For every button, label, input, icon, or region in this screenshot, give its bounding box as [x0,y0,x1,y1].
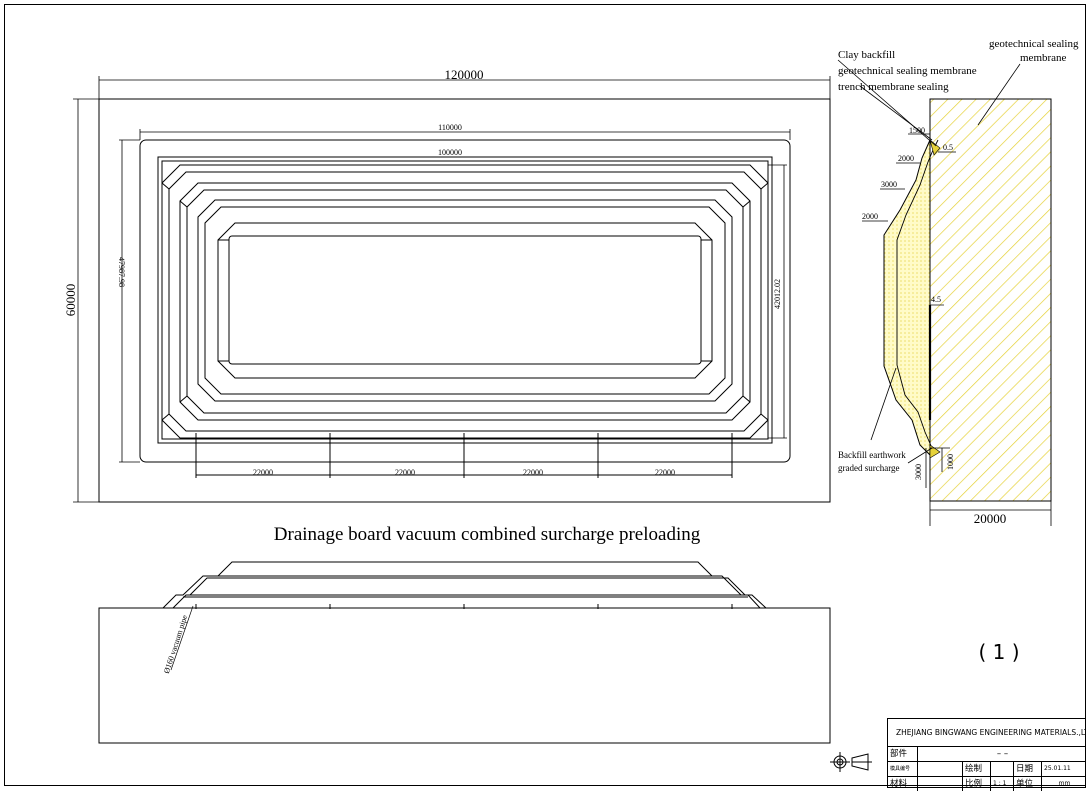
dim-overall-width: 120000 [445,67,484,82]
drawn-value [991,762,1014,776]
dim-2000-a: 2000 [898,154,914,163]
unit-value: mm [1058,780,1071,787]
label-clay-backfill: Clay backfill [838,49,895,61]
mold-no-label: 模具编号 [888,762,918,776]
dim-spacing-4: 22000 [655,468,675,477]
sheet-number: ( 1 ) [978,640,1019,664]
date-value: 25.01.11 [1044,765,1071,772]
title-block-row-material: 材料 比例 1 : 1 单位 mm [888,777,1085,791]
dim-1000: 1000 [946,454,955,470]
label-trench-sealing: trench membrane sealing [838,81,949,93]
plan-tier-2 [179,182,751,421]
dim-spacing-2: 22000 [395,468,415,477]
part-value: – – [996,749,1009,759]
dim-overall-height: 60000 [63,284,78,317]
title-block: ZHEJIANG BINGWANG ENGINEERING MATERIALS.… [887,718,1086,791]
drawn-label: 绘制 [963,762,991,776]
projection-symbol-icon [830,752,872,772]
scale-value: 1 : 1 [991,777,1014,791]
dim-4-5: 4.5 [931,295,941,304]
label-geo-right-1: geotechnical sealing [989,38,1079,50]
section-view [883,98,1052,502]
elevation-view [98,561,831,744]
dim-inner-height-right: 42012.02 [773,279,782,309]
dim-0-5: 0.5 [943,143,953,152]
title-block-row-part: 部件 – – [888,747,1085,762]
elevation-surcharge-profile [162,561,767,609]
plan-tier-3 [197,199,733,402]
dim-1500: 1500 [909,126,925,135]
elevation-pipe-ticks [170,604,733,671]
dim-section-width: 20000 [974,511,1007,526]
material-label: 材料 [888,777,918,791]
section-soil-block [929,98,1052,502]
date-label: 日期 [1014,762,1042,776]
dim-spacing-3: 22000 [523,468,543,477]
label-vacuum-pipe: Ø160 vacuum pipe [162,613,190,674]
section-fill-zone [883,139,931,457]
title-block-company: ZHEJIANG BINGWANG ENGINEERING MATERIALS.… [888,719,1085,747]
dim-3000-a: 3000 [881,180,897,189]
plan-tier-4 [217,222,713,379]
plan-dimensions [73,76,831,503]
dim-spacing-1: 22000 [253,468,273,477]
dim-2000-b: 2000 [862,212,878,221]
scale-label: 比例 [963,777,991,791]
label-geo-membrane: geotechnical sealing membrane [838,65,977,77]
dim-inner-height-left: 47987.98 [117,257,126,287]
dim-inner-width-1: 110000 [438,123,462,132]
plan-boundary-110000 [139,139,791,463]
material-value [918,777,963,791]
plan-tier-1 [161,164,769,439]
dim-inner-width-2: 100000 [438,148,462,157]
section-leaders [837,59,1052,526]
part-label: 部件 [888,747,918,761]
label-geo-right-2: membrane [1020,52,1067,64]
dim-3000-b: 3000 [914,464,923,480]
plan-top-platform [228,235,702,365]
title-block-row-drawn: 模具编号 绘制 日期 25.01.11 [888,762,1085,777]
mold-no-value [918,762,963,776]
sheet-border [4,4,1086,786]
drawing-title: Drainage board vacuum combined surcharge… [274,524,701,545]
label-backfill-1: Backfill earthwork [838,450,906,460]
plan-outer-boundary [98,98,831,503]
elevation-ground-block [98,607,831,744]
plan-view [98,98,831,503]
unit-label: 单位 [1014,777,1042,791]
label-backfill-2: graded surcharge [838,463,900,473]
